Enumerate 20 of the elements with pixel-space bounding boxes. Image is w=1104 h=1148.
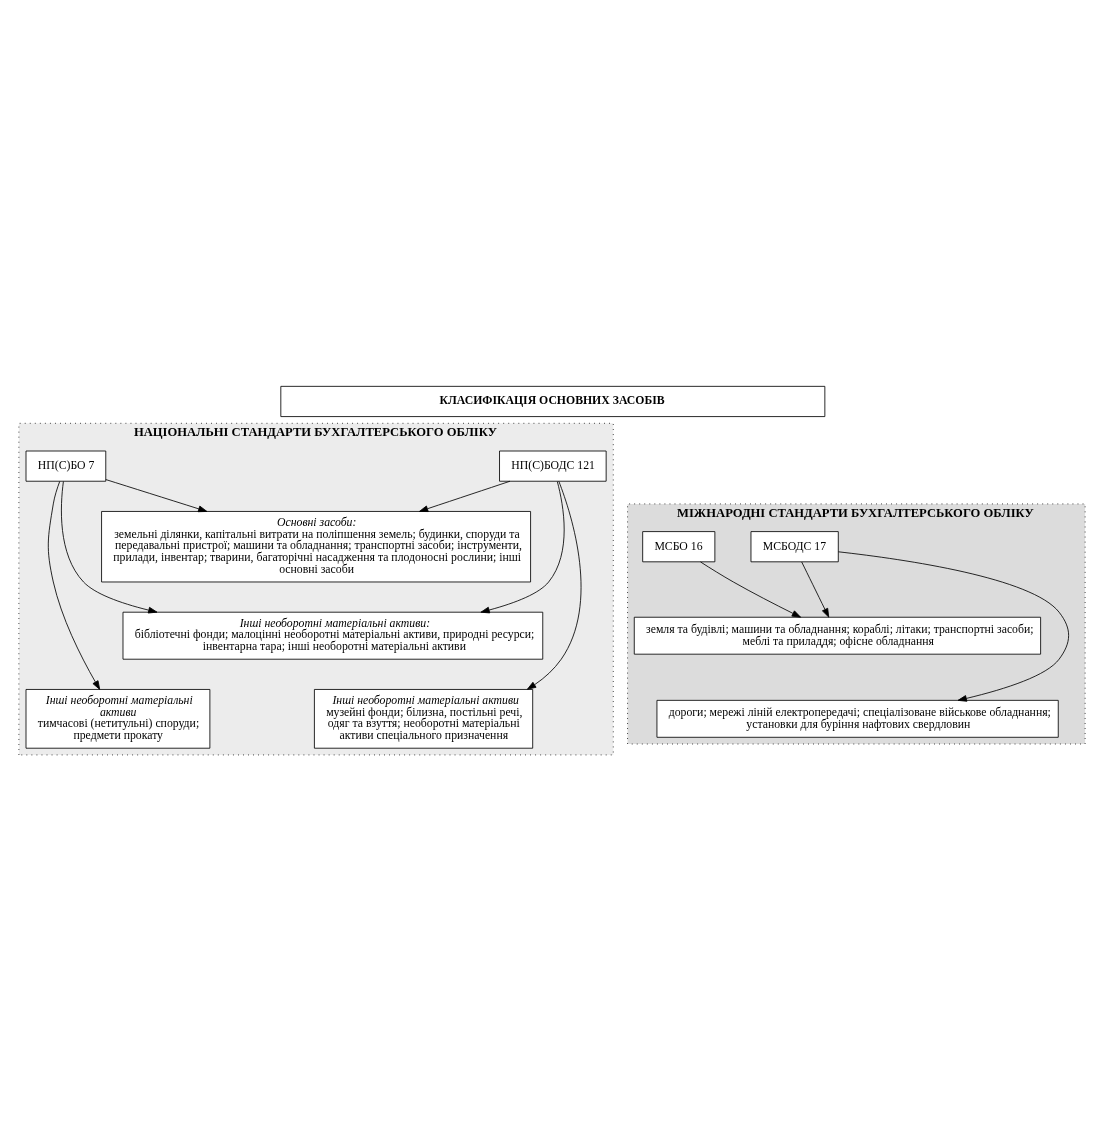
arrow xyxy=(61,481,158,614)
arrow xyxy=(526,480,582,690)
node-box: дороги; мережі ліній електропередачі; спеціалізоване військове обладнання; установки для буріння нафтових свердловин xyxy=(656,699,1059,738)
node-box: НП(С)БОДС 121 xyxy=(499,450,607,482)
arrow xyxy=(801,561,830,618)
arrow xyxy=(480,481,565,614)
arrow xyxy=(418,480,511,512)
node-box: НП(С)БО 7 xyxy=(25,450,107,482)
node-box: МСБОДС 17 xyxy=(750,531,839,563)
node-box: МСБО 16 xyxy=(642,531,716,563)
arrow xyxy=(105,479,208,513)
node-box: Інші необоротні матеріальні активи тимчасові (нетитульні) споруди; предмети прокату xyxy=(25,689,211,749)
arrow xyxy=(47,481,101,690)
node-box: Інші необоротні матеріальні активи: бібліотечні фонди; малоцінні необоротні матеріальні активи, природні ресурси; інвентарна тара; інші необоротні матеріальні активи xyxy=(122,611,544,660)
node-box: КЛАСИФІКАЦІЯ ОСНОВНИХ ЗАСОБІВ xyxy=(280,385,826,417)
node-box: Основні засоби: земельні ділянки, капітальні витрати на поліпшення земель; будинки, споруди та передавальні пристрої; машини та обладнання; транспортні засоби; інструменти, прилади, інвентар; тварини, багаторічні насадження та плодоносні рослини; інші основні засоби xyxy=(101,511,531,583)
node-box: земля та будівлі; машини та обладнання; кораблі; літаки; транспортні засоби; меблі та приладдя; офісне обладнання xyxy=(633,616,1042,655)
node-box: Інші необоротні матеріальні активи музейні фонди; білизна, постільні речі, одяг та взуття; необоротні матеріальні активи спеціального призначення xyxy=(313,689,534,749)
arrow xyxy=(700,561,802,618)
arrow xyxy=(838,551,1070,702)
